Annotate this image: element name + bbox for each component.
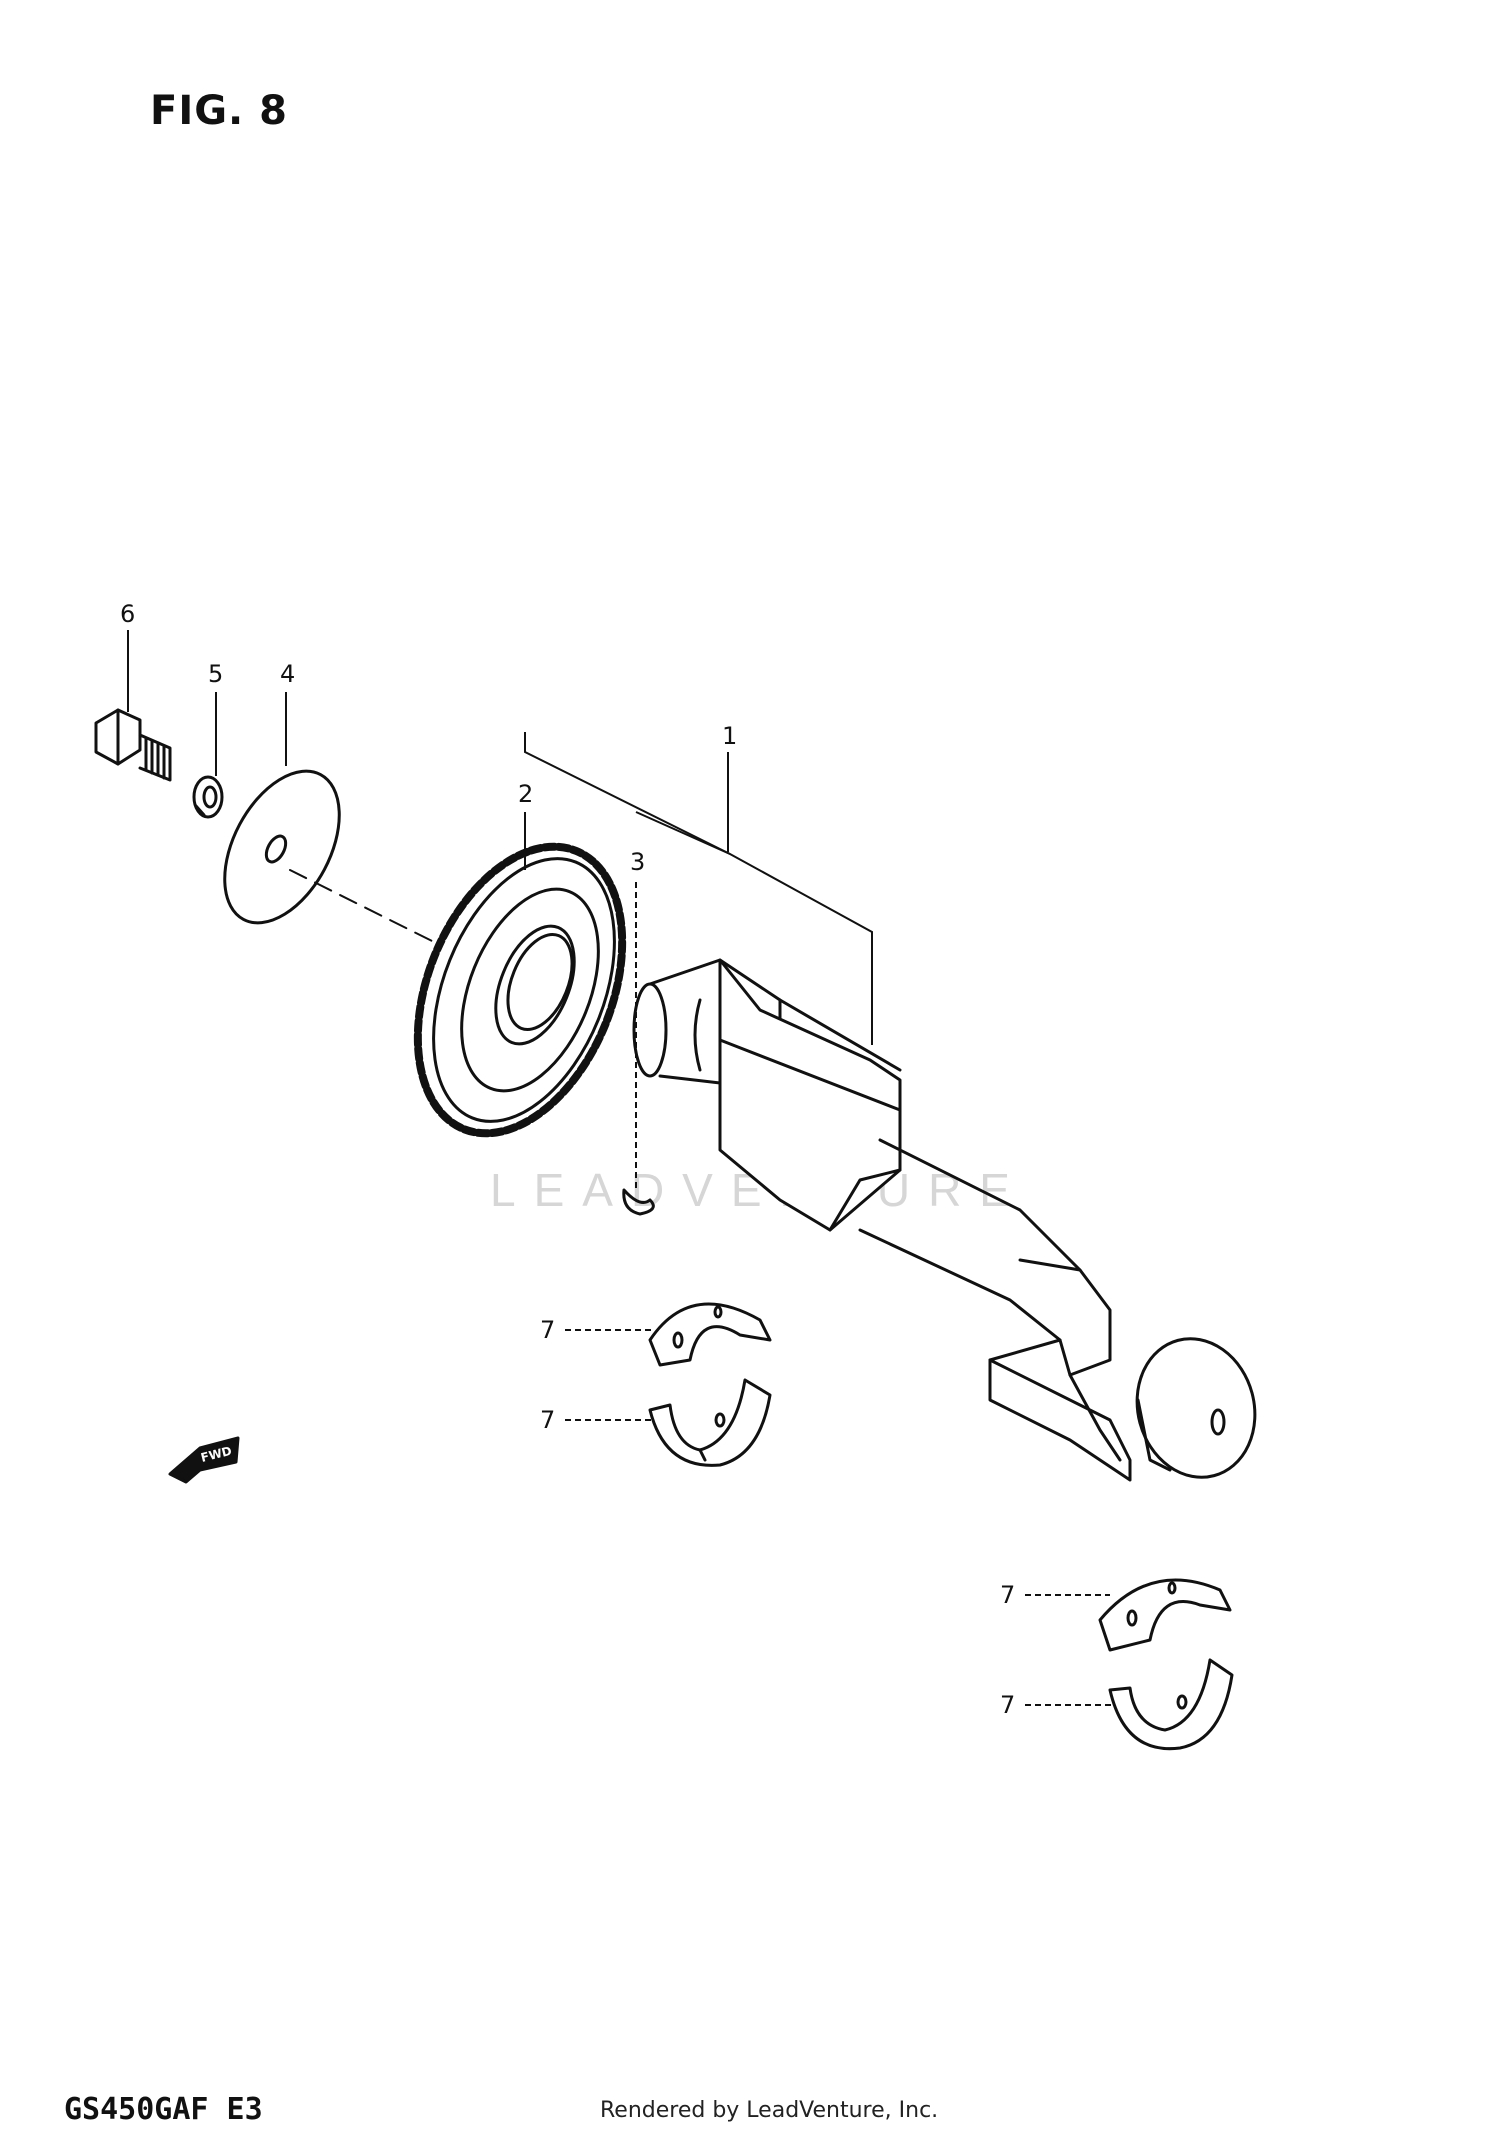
- bearing-shell-upper-2: [648, 1378, 772, 1467]
- key-part: [622, 1188, 655, 1216]
- gear-part: [413, 842, 627, 1138]
- callout-7c: 7: [1000, 1581, 1015, 1609]
- fwd-arrow-icon: [168, 1436, 240, 1484]
- callout-4: 4: [280, 660, 295, 688]
- footer-credit: Rendered by LeadVenture, Inc.: [600, 2098, 939, 2123]
- callout-3: 3: [630, 848, 645, 876]
- bolt-part: [94, 708, 172, 782]
- figure-label: FIG. 8: [150, 88, 288, 134]
- callout-2: 2: [518, 780, 533, 808]
- model-code: GS450GAF E3: [64, 2092, 263, 2127]
- washer-part: [223, 769, 341, 925]
- callout-5: 5: [208, 660, 223, 688]
- bearing-shell-lower-1: [1098, 1578, 1232, 1652]
- balancer-shaft-part: [632, 958, 1257, 1482]
- callout-7b: 7: [540, 1406, 555, 1434]
- callout-1-branch: [635, 811, 731, 855]
- bearing-shell-lower-2: [1108, 1658, 1234, 1751]
- bearing-shell-upper-1: [648, 1302, 772, 1367]
- callout-7d: 7: [1000, 1691, 1015, 1719]
- callout-1-bracket: [524, 732, 873, 1045]
- callout-6: 6: [120, 600, 135, 628]
- lock-washer-part: [192, 775, 224, 819]
- callout-1: 1: [722, 722, 737, 750]
- callout-7a: 7: [540, 1316, 555, 1344]
